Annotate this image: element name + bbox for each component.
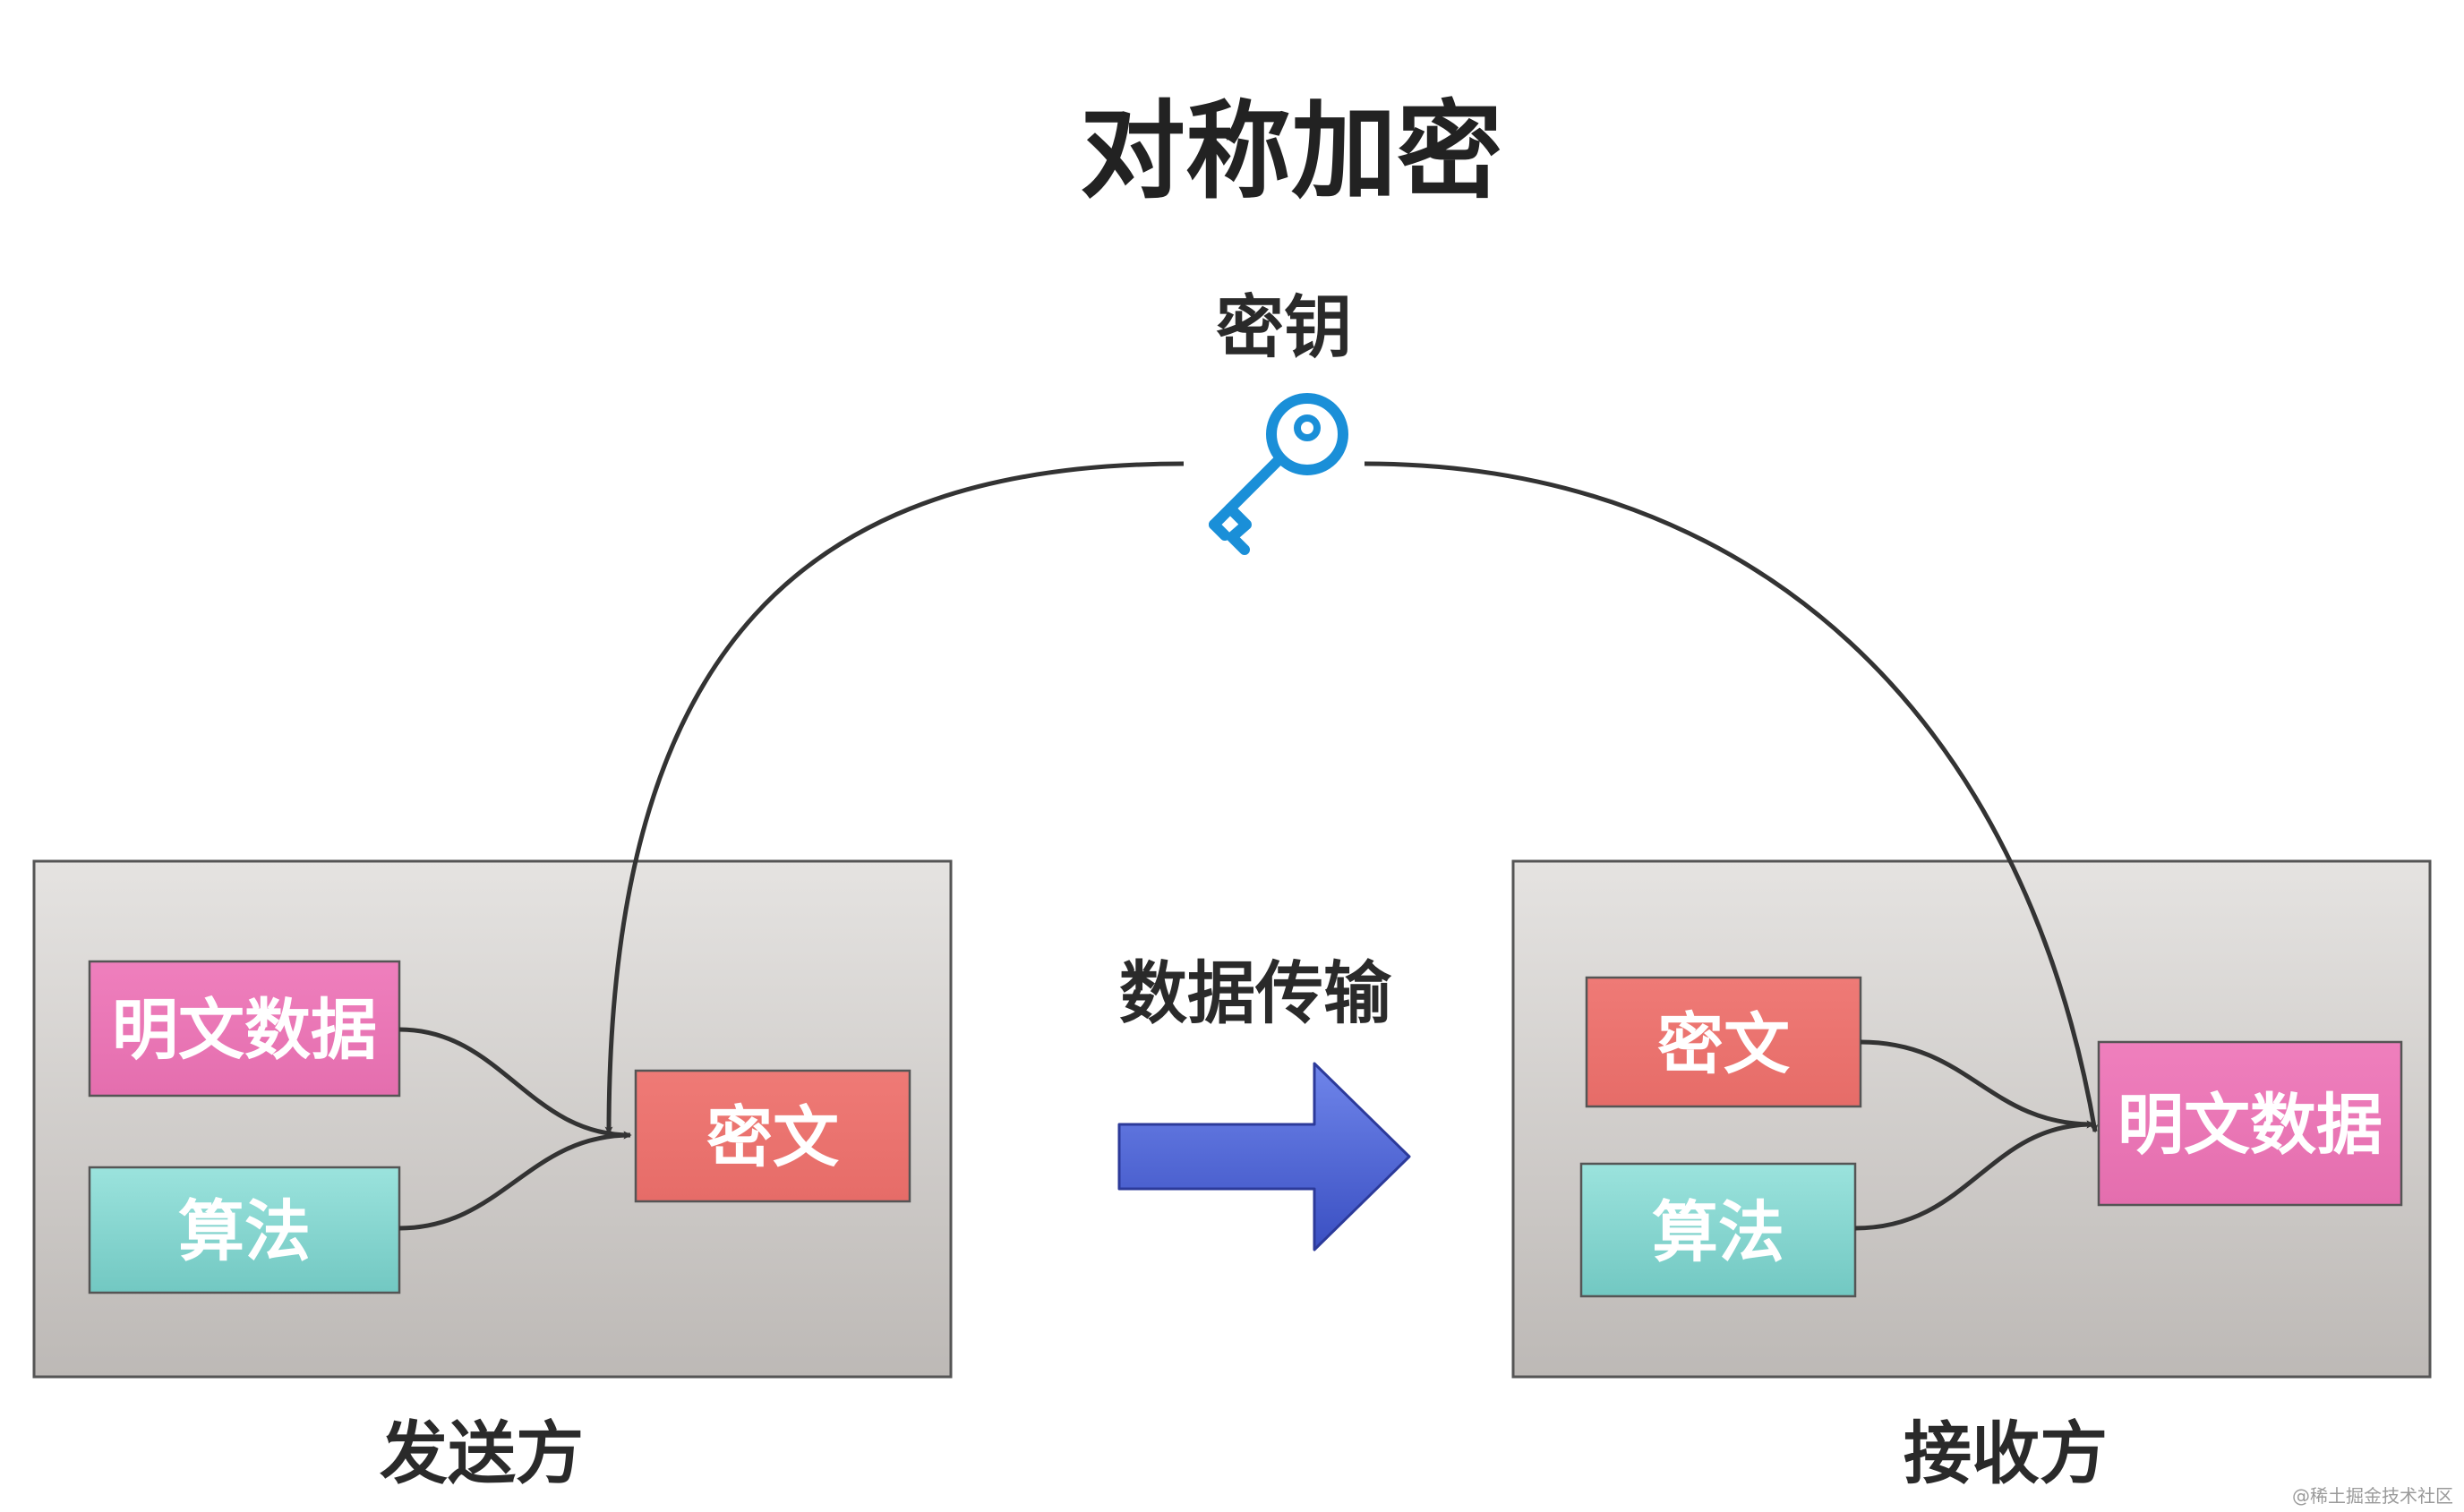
transfer-arrow	[1117, 1062, 1411, 1251]
receiver-label: 接收方	[1904, 1414, 2108, 1493]
key-label: 密钥	[1216, 287, 1352, 367]
receiver-ciphertext-label: 密文	[1657, 1006, 1790, 1083]
receiver-algorithm-box	[1579, 1162, 1857, 1298]
transfer-label: 数据传输	[1119, 953, 1392, 1033]
sender-label: 发送方	[380, 1414, 584, 1493]
receiver-ciphertext-to-plaintext-connector	[1860, 1039, 2095, 1129]
page-title: 对称加密	[1080, 90, 1502, 213]
sender-plaintext-label: 明文数据	[112, 992, 377, 1069]
key-to-sender-arc	[604, 461, 1185, 1135]
sender-plaintext-box	[88, 960, 401, 1098]
receiver-algorithm-label: 算法	[1652, 1194, 1784, 1271]
sender-ciphertext-box	[634, 1069, 911, 1203]
receiver-plaintext-box	[2097, 1040, 2403, 1207]
watermark: @稀土掘金技术社区	[2292, 1485, 2453, 1507]
key-icon	[1209, 393, 1348, 555]
key-to-receiver-arc	[1364, 461, 2099, 1133]
sender-ciphertext-label: 密文	[706, 1099, 839, 1176]
sender-plaintext-to-ciphertext-connector	[398, 1027, 632, 1140]
sender-algorithm-label: 算法	[178, 1193, 311, 1270]
receiver-ciphertext-box	[1585, 976, 1862, 1108]
receiver-algorithm-to-plaintext-connector	[1854, 1120, 2095, 1231]
receiver-plaintext-label: 明文数据	[2118, 1087, 2383, 1164]
sender-algorithm-to-ciphertext-connector	[398, 1131, 632, 1231]
